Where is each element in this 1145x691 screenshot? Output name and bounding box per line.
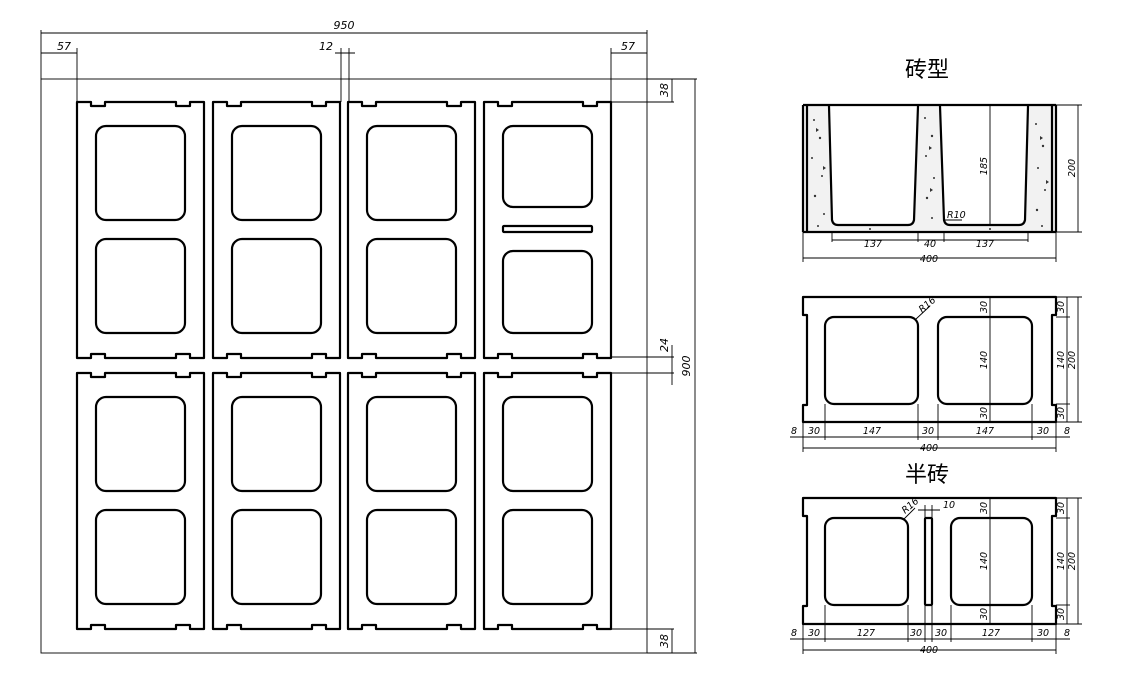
dim-section-depth: 185 xyxy=(979,157,990,175)
full-brick-view: R16 8 30 147 30 147 30 8 400 30 140 30 3… xyxy=(790,295,1082,454)
brick-cavity xyxy=(482,371,613,631)
brick-cavity xyxy=(211,100,342,360)
dim-half-cell-left: 127 xyxy=(857,628,875,639)
dim-half-bottom-shell: 30 xyxy=(979,608,990,620)
dim-gap: 12 xyxy=(319,40,333,53)
dim-top-margin: 38 xyxy=(658,83,671,97)
dim-full-end-right: 8 xyxy=(1064,426,1070,437)
dim-half-right-cell: 140 xyxy=(1056,552,1067,570)
dim-half-right-bottom: 30 xyxy=(1056,608,1067,620)
dim-half-total-width: 400 xyxy=(920,645,938,656)
dim-full-shell-left: 30 xyxy=(808,426,820,437)
dim-right-margin: 57 xyxy=(621,40,635,53)
brick-cavity xyxy=(346,100,477,360)
dim-full-cell-height: 140 xyxy=(979,351,990,369)
dim-half-web-a: 30 xyxy=(910,628,922,639)
dim-full-cell-right: 147 xyxy=(976,426,994,437)
dim-full-total-width: 400 xyxy=(920,443,938,454)
dim-full-end-left: 8 xyxy=(791,426,797,437)
dim-bottom-margin: 38 xyxy=(658,634,671,648)
dim-half-end-left: 8 xyxy=(791,628,797,639)
dim-row-gap: 24 xyxy=(658,338,671,352)
dim-section-total-width: 400 xyxy=(920,254,938,265)
dim-section-cell-right: 137 xyxy=(976,239,994,250)
mold-plan-view: 950 57 57 12 900 38 38 24 xyxy=(40,19,697,654)
mold-section-view: 137 40 137 400 185 200 R10 xyxy=(801,103,1082,265)
brick-cavity xyxy=(75,100,206,360)
title-brick-mold: 砖型 xyxy=(905,58,949,83)
dim-overall-height: 900 xyxy=(680,356,693,377)
dim-section-web: 40 xyxy=(924,239,936,250)
brick-cavity xyxy=(346,371,477,631)
brick-cavity xyxy=(75,371,206,631)
dim-full-right-top: 30 xyxy=(1056,301,1067,313)
dim-full-top-shell: 30 xyxy=(979,301,990,313)
dim-full-web: 30 xyxy=(922,426,934,437)
dim-half-cell-right: 127 xyxy=(982,628,1000,639)
dim-half-web-b: 30 xyxy=(935,628,947,639)
dim-full-right-bottom: 30 xyxy=(1056,407,1067,419)
dim-full-bottom-shell: 30 xyxy=(979,407,990,419)
dim-half-height: 200 xyxy=(1067,552,1078,570)
dim-section-radius: R10 xyxy=(947,210,966,221)
dim-section-height: 200 xyxy=(1067,159,1078,177)
half-brick-view: R16 10 8 30 127 30 30 127 30 8 400 30 14… xyxy=(790,496,1082,656)
dim-left-margin: 57 xyxy=(57,40,71,53)
dim-full-right-cell: 140 xyxy=(1056,351,1067,369)
dim-half-right-top: 30 xyxy=(1056,502,1067,514)
dim-half-cell-height: 140 xyxy=(979,552,990,570)
brick-cavity xyxy=(211,371,342,631)
half-brick-cavity xyxy=(482,100,613,360)
dim-half-top-shell: 30 xyxy=(979,502,990,514)
dim-half-shell-left: 30 xyxy=(808,628,820,639)
dim-half-end-right: 8 xyxy=(1064,628,1070,639)
dim-overall-width: 950 xyxy=(334,19,355,32)
dim-full-cell-left: 147 xyxy=(863,426,881,437)
dim-half-slot: 10 xyxy=(943,500,955,511)
dim-full-shell-right: 30 xyxy=(1037,426,1049,437)
dim-half-shell-right: 30 xyxy=(1037,628,1049,639)
title-half-brick: 半砖 xyxy=(905,463,949,488)
dim-section-cell-left: 137 xyxy=(864,239,882,250)
dim-full-height: 200 xyxy=(1067,351,1078,369)
